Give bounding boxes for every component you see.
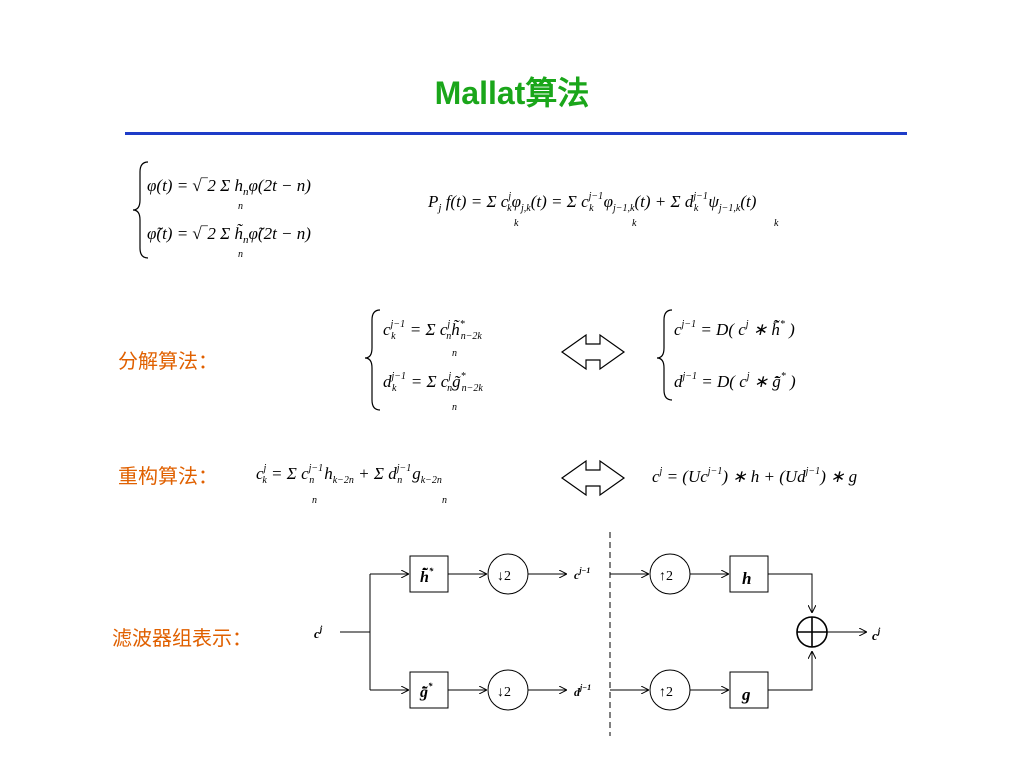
svg-text:g: g [741,685,751,704]
filterbank-label: 滤波器组表示： [112,626,252,650]
svg-text:n: n [238,249,243,260]
svg-text:cj: cj [872,626,881,643]
svg-text:n: n [452,348,457,359]
svg-text:cj−1 = D( cj ∗ h̃̄* ): cj−1 = D( cj ∗ h̃̄* ) [674,319,795,339]
slide-title: Mallat算法 [434,75,590,111]
decomposition-operator-form: cj−1 = D( cj ∗ h̃̄* ) dj−1 = D( cj ∗ g̃̄… [656,309,796,401]
double-arrow-icon [560,333,626,371]
double-arrow-icon [560,459,626,497]
svg-text:n: n [312,495,317,506]
scaling-equations: φ(t) = √‾2 Σ hnφ(2t − n) n φ̃(t) = √‾2 Σ… [132,161,311,260]
svg-text:↑2: ↑2 [659,569,673,584]
svg-text:g̃̄*: g̃̄* [419,681,433,701]
filter-bank-diagram: cj h̃̄* g̃̄* ↓2 ↓2 cj−1 dj−1 ↑2 ↑2 [314,532,881,736]
svg-text:cj = (Ucj−1) ∗ h + (Udj−1) ∗ g: cj = (Ucj−1) ∗ h + (Udj−1) ∗ g [652,466,857,486]
svg-text:n: n [452,402,457,413]
reconstruction-operator-form: cj = (Ucj−1) ∗ h + (Udj−1) ∗ g [652,466,857,486]
svg-text:k: k [632,218,637,229]
title-underline [125,132,907,135]
svg-text:k: k [514,218,519,229]
svg-text:k: k [774,218,779,229]
svg-text:dj−1: dj−1 [574,683,591,699]
svg-text:cj−1: cj−1 [574,566,590,582]
svg-text:h̃̄*: h̃̄* [420,566,434,586]
svg-text:n: n [238,201,243,212]
svg-text:φ(t) = √‾2 Σ hnφ(2t − n): φ(t) = √‾2 Σ hnφ(2t − n) [147,176,311,198]
svg-text:n: n [442,495,447,506]
svg-text:↑2: ↑2 [659,685,673,700]
reconstruction-label: 重构算法： [118,464,218,488]
svg-text:↓2: ↓2 [497,685,511,700]
svg-text:φ̃(t) = √‾2 Σ h̃nφ̃(2t − n): φ̃(t) = √‾2 Σ h̃nφ̃(2t − n) [147,224,311,246]
svg-text:dj−1 = D( cj ∗ g̃̄* ): dj−1 = D( cj ∗ g̃̄* ) [674,371,796,391]
svg-text:↓2: ↓2 [497,569,511,584]
decomposition-label: 分解算法： [118,349,218,373]
svg-text:h: h [742,569,751,588]
svg-text:cj: cj [314,624,323,641]
